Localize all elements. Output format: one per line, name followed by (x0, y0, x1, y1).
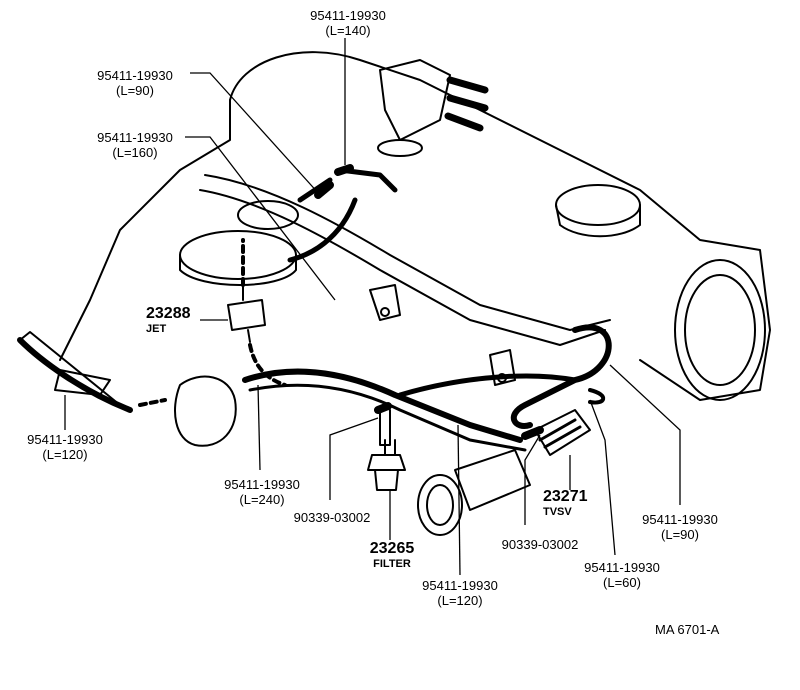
part-length: (L=90) (116, 83, 154, 98)
part-length: (L=160) (112, 145, 158, 160)
part-number: 95411-19930 (310, 8, 386, 23)
tvsv-name: TVSV (543, 506, 572, 518)
part-length: (L=240) (239, 492, 285, 507)
part-number: 95411-19930 (97, 68, 173, 83)
part-number: 95411-19930 (642, 512, 718, 527)
part-length: (L=140) (325, 23, 371, 38)
filter-label: 23265 FILTER (364, 540, 420, 570)
drawing-id: MA 6701-A (655, 622, 720, 637)
part-length: (L=90) (661, 527, 699, 542)
hose-label-l120-left: 95411-19930 (L=120) (15, 432, 115, 462)
connector-label-left: 90339-03002 (282, 510, 382, 525)
hose-label-l120-bottom: 95411-19930 (L=120) (410, 578, 510, 608)
part-number: 95411-19930 (584, 560, 660, 575)
part-number: 95411-19930 (27, 432, 103, 447)
part-length: (L=60) (603, 575, 641, 590)
part-length: (L=120) (437, 593, 483, 608)
connector-label-right: 90339-03002 (490, 537, 590, 552)
jet-part-number: 23288 (146, 305, 191, 322)
part-number: 95411-19930 (97, 130, 173, 145)
part-number: 95411-19930 (422, 578, 498, 593)
jet-label: 23288 JET (146, 305, 198, 335)
hose-label-l90-right: 95411-19930 (L=90) (630, 512, 730, 542)
hose-label-l240: 95411-19930 (L=240) (212, 477, 312, 507)
hose-label-l160: 95411-19930 (L=160) (85, 130, 185, 160)
part-number: 95411-19930 (224, 477, 300, 492)
hose-label-l60: 95411-19930 (L=60) (572, 560, 672, 590)
part-number: 90339-03002 (293, 510, 371, 525)
part-number: 90339-03002 (501, 537, 579, 552)
part-length: (L=120) (42, 447, 88, 462)
jet-name: JET (146, 323, 167, 335)
tvsv-label: 23271 TVSV (543, 488, 597, 518)
hose-label-l140: 95411-19930 (L=140) (298, 8, 398, 38)
hose-label-l90-top: 95411-19930 (L=90) (85, 68, 185, 98)
filter-name: FILTER (373, 558, 411, 570)
filter-part-number: 23265 (369, 540, 415, 557)
tvsv-part-number: 23271 (543, 488, 588, 505)
